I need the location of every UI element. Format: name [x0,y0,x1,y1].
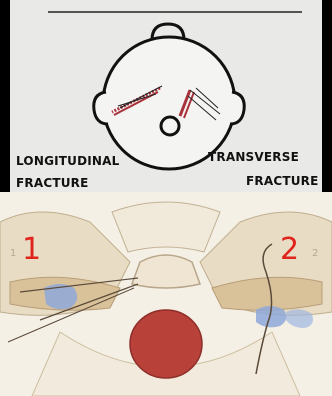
left-ear [94,92,108,124]
anatomy-panel: 1 2 1 2 [0,192,332,396]
anterior-fossa [112,202,220,252]
transverse-label: TRANSVERSE [208,150,299,164]
left-labyrinth [44,284,77,309]
right-ear [230,92,244,124]
foramen-magnum [130,310,202,378]
longitudinal-label-2: FRACTURE [16,176,89,190]
transverse-label-2: FRACTURE [246,174,319,188]
schematic-panel: LONGITUDINAL FRACTURE TRANSVERSE FRACTUR… [0,0,332,192]
small-marker-2: 2 [312,248,318,259]
foramen-magnum-circle [161,117,179,135]
marker-1: 1 [22,232,41,267]
marker-2: 2 [280,232,299,267]
longitudinal-label: LONGITUDINAL [16,154,120,168]
skull-base-illustration [0,192,332,396]
small-marker-1: 1 [10,248,16,259]
